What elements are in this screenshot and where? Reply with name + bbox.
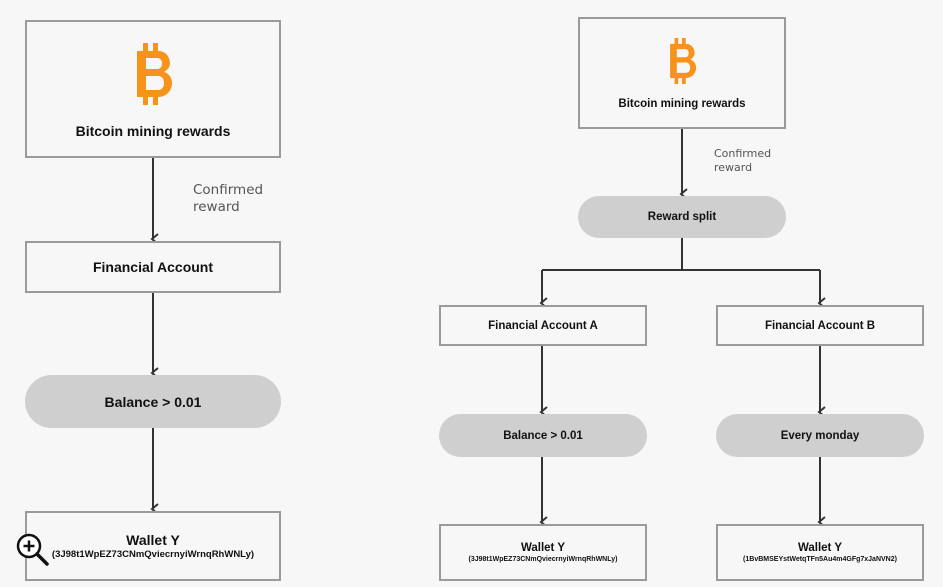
condition-a-pill: Balance > 0.01: [439, 414, 647, 457]
condition-b-pill: Every monday: [716, 414, 924, 457]
wallet-b-address: (1BvBMSEYstWetqTFn5Au4m4GFg7xJaNVN2): [743, 556, 897, 563]
wallet-b-box: Wallet Y (1BvBMSEYstWetqTFn5Au4m4GFg7xJa…: [716, 524, 924, 581]
condition-b-label: Every monday: [780, 429, 860, 442]
right-split-label: Reward split: [647, 211, 717, 223]
left-condition-pill: Balance > 0.01: [25, 375, 281, 428]
wallet-a-title: Wallet Y: [520, 542, 566, 554]
right-source-title: Bitcoin mining rewards: [618, 98, 746, 110]
account-a-label: Financial Account A: [488, 319, 598, 332]
account-a-box: Financial Account A: [439, 305, 647, 346]
account-b-label: Financial Account B: [764, 319, 876, 332]
right-edge-label: Confirmed reward: [714, 147, 772, 174]
wallet-a-address: (3J98t1WpEZ73CNmQviecrnyiWrnqRhWNLy): [468, 556, 618, 563]
left-account-box: Financial Account: [25, 241, 281, 293]
right-split-pill: Reward split: [578, 196, 786, 238]
zoom-in-icon[interactable]: [12, 530, 52, 570]
bitcoin-icon: [137, 43, 172, 105]
left-source-box: Bitcoin mining rewards: [25, 20, 281, 158]
wallet-a-box: Wallet Y (3J98t1WpEZ73CNmQviecrnyiWrnqRh…: [439, 524, 647, 581]
left-wallet-title: Wallet Y: [126, 532, 180, 548]
right-source-box: Bitcoin mining rewards: [578, 17, 786, 129]
left-wallet-box: Wallet Y (3J98t1WpEZ73CNmQviecrnyiWrnqRh…: [25, 511, 281, 581]
left-wallet-address: (3J98t1WpEZ73CNmQviecrnyiWrnqRhWNLy): [51, 549, 255, 560]
left-source-title: Bitcoin mining rewards: [75, 123, 231, 139]
account-b-box: Financial Account B: [716, 305, 924, 346]
left-account-label: Financial Account: [92, 259, 214, 275]
left-condition-label: Balance > 0.01: [104, 393, 202, 410]
bitcoin-icon: [670, 38, 697, 84]
wallet-b-title: Wallet Y: [797, 542, 843, 554]
condition-a-label: Balance > 0.01: [503, 429, 583, 442]
left-edge-label: Confirmed reward: [193, 182, 264, 215]
